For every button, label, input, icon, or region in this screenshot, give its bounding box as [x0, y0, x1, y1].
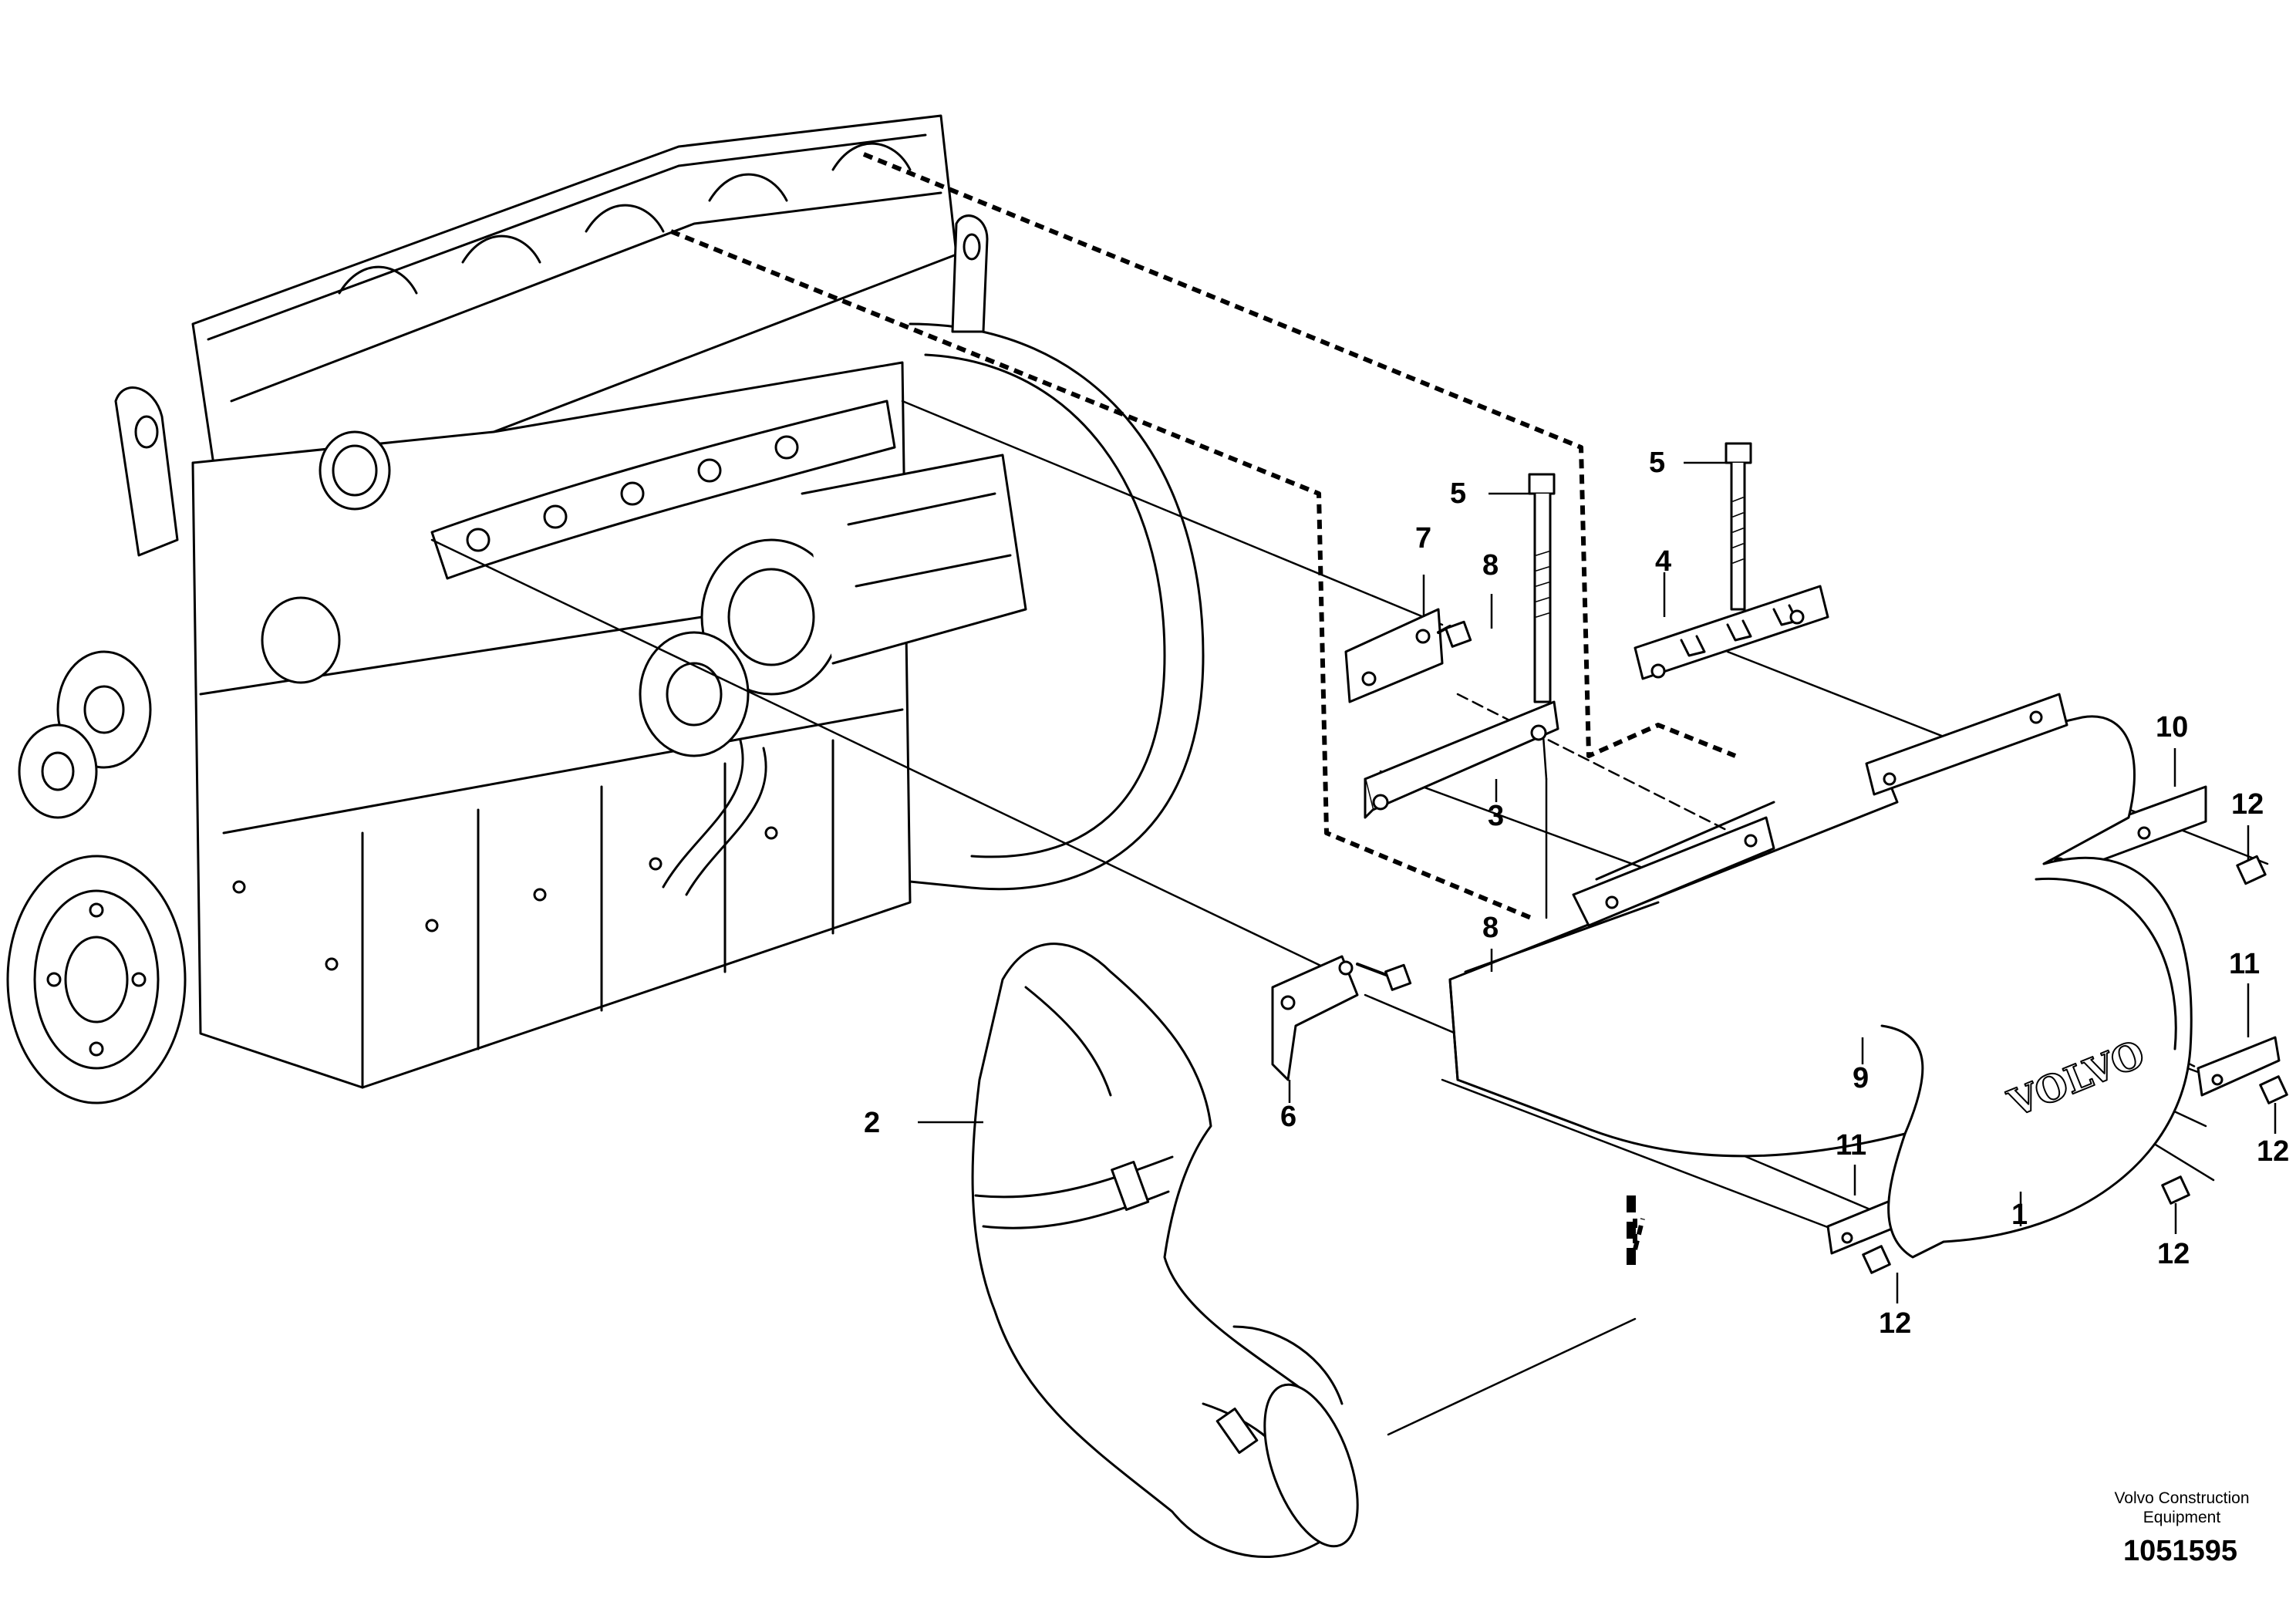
callout-labels: 1 2 3 4 5 5 6 7 8 8 9 10 11 11 12 12 12 …: [864, 447, 2289, 1340]
publisher-line-2: Equipment: [2143, 1509, 2221, 1526]
callout-5-left: 5: [1450, 477, 1466, 510]
callout-12-upper-right: 12: [2231, 788, 2264, 821]
housing-top-flange: [1572, 693, 2068, 927]
callout-11-lower: 11: [1836, 1129, 1866, 1162]
publisher-line-1: Volvo Construction: [2114, 1489, 2250, 1507]
publisher-credit: Volvo Construction Equipment: [2097, 1489, 2267, 1527]
callout-12-middle: 12: [2157, 1238, 2190, 1270]
callout-4: 4: [1655, 545, 1671, 578]
bolt-8-upper: [1437, 620, 1472, 648]
callout-12-lower: 12: [1879, 1307, 1911, 1340]
callout-9: 9: [1853, 1062, 1869, 1094]
callout-7: 7: [1415, 522, 1431, 555]
bolt-12-middle: [2161, 1175, 2190, 1205]
callout-8-lower: 8: [1482, 912, 1499, 944]
intake-hose: [971, 943, 1359, 1559]
bolt-12-lower: [1862, 1245, 1891, 1274]
bracket-7: [1344, 608, 1444, 703]
callout-5-right: 5: [1649, 447, 1665, 479]
air-cleaner-housing: [1448, 715, 2193, 1259]
bracket-4: [1633, 585, 1829, 680]
document-number: 1051595: [2123, 1535, 2237, 1567]
callout-1: 1: [2011, 1199, 2028, 1231]
strap-11-right: [2197, 1036, 2281, 1097]
callout-12-right: 12: [2257, 1135, 2289, 1168]
callout-6: 6: [1280, 1101, 1296, 1133]
callout-2: 2: [864, 1107, 880, 1139]
bolt-5-right: [1725, 442, 1752, 611]
bracket-6: [1271, 955, 1359, 1081]
engine-block: [6, 114, 1205, 1104]
callout-8-upper: 8: [1482, 549, 1499, 582]
callout-3: 3: [1488, 800, 1504, 832]
bolt-12-upper-right: [2236, 855, 2267, 885]
bolt-12-right: [2259, 1075, 2288, 1104]
bolt-8-lower: [1356, 963, 1412, 991]
bracket-3: [1364, 700, 1559, 819]
callout-10: 10: [2156, 711, 2188, 744]
callout-11-right: 11: [2229, 948, 2260, 980]
bolt-5-left: [1528, 473, 1556, 703]
